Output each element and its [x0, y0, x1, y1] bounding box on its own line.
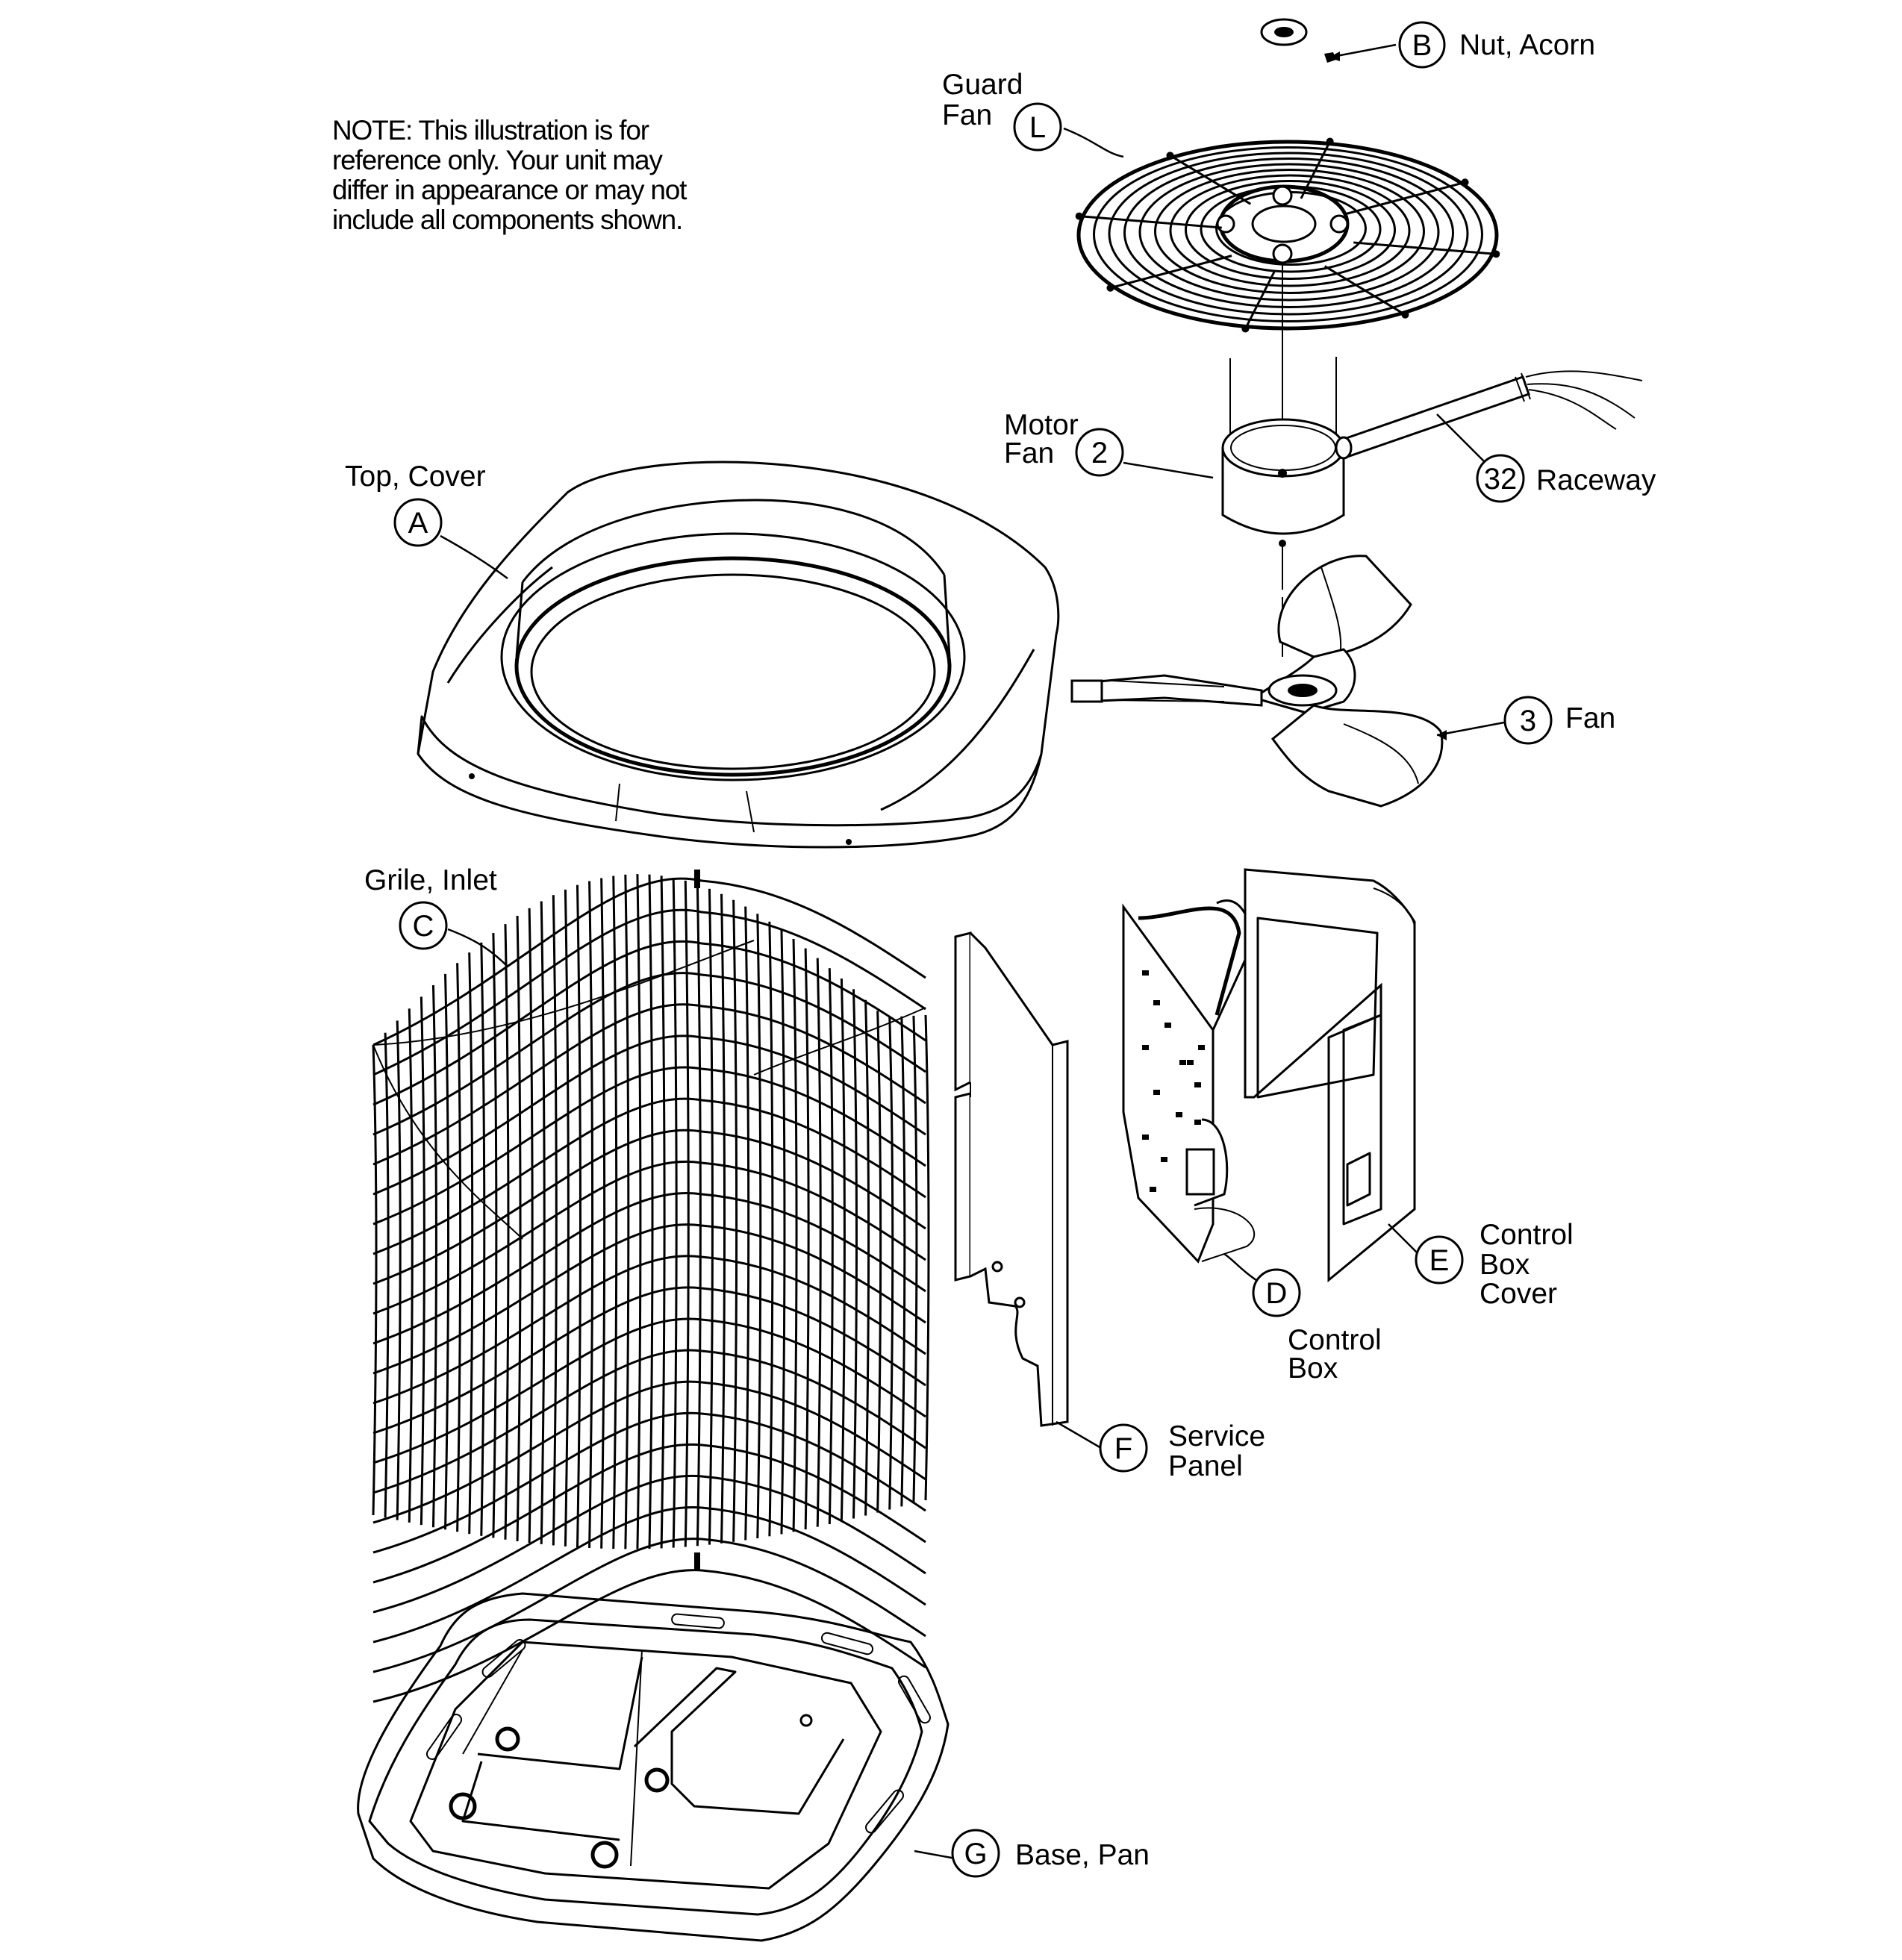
label-base-pan: Base, Pan: [1015, 1839, 1150, 1871]
label-control-1: Control: [1479, 1219, 1574, 1251]
callout-32: 32 Raceway: [1476, 454, 1656, 503]
note-line-3: differ in appearance or may not: [332, 175, 687, 205]
callout-E: E Control Box Cover: [1415, 1219, 1574, 1310]
label-fan: Fan: [1565, 702, 1615, 734]
fan-guard-part: [1075, 137, 1500, 466]
label-motor-fan: Fan: [1004, 437, 1054, 469]
callout-bubble-3: [1503, 696, 1553, 745]
callout-L: Guard Fan L: [942, 69, 1062, 152]
callout-letter-L: L: [1029, 111, 1046, 144]
callout-2: Motor Fan 2: [1004, 409, 1124, 477]
control-box-cover-part: [1244, 868, 1416, 1283]
fan-blade-part: [1070, 555, 1444, 808]
note-line-1: NOTE: This illustration is for: [332, 115, 649, 146]
note-line-2: reference only. Your unit may: [332, 145, 663, 175]
callout-letter-D: D: [1266, 1277, 1288, 1310]
fan-motor-part: [1221, 418, 1345, 590]
callout-bubble-2: [1075, 428, 1124, 477]
callout-3: 3 Fan: [1503, 696, 1615, 745]
label-guard: Guard: [942, 69, 1023, 101]
label-fan-guard: Fan: [942, 99, 992, 131]
callout-letter-A: A: [408, 507, 428, 540]
label-box-2: Box: [1288, 1352, 1338, 1385]
callout-bubble-E: [1415, 1235, 1464, 1285]
callout-A: Top, Cover A: [345, 461, 486, 547]
callout-bubble-L: [1013, 102, 1062, 152]
callout-letter-F: F: [1114, 1432, 1132, 1465]
service-panel-part: [954, 931, 1069, 1427]
label-raceway: Raceway: [1536, 464, 1656, 496]
callout-bubble-32: [1476, 454, 1525, 503]
inlet-grille-part: [372, 870, 930, 1703]
callout-bubble-A: [393, 498, 443, 547]
label-top-cover: Top, Cover: [345, 461, 486, 493]
label-panel: Panel: [1168, 1450, 1243, 1482]
label-control-2: Control: [1288, 1324, 1382, 1356]
callout-number-32: 32: [1484, 463, 1518, 496]
control-box-part: [1122, 899, 1256, 1264]
callout-G: G Base, Pan: [951, 1829, 1150, 1878]
callout-C: Grile, Inlet C: [364, 864, 497, 950]
callout-letter-C: C: [413, 910, 434, 943]
label-service: Service: [1168, 1420, 1265, 1452]
callout-number-2: 2: [1091, 437, 1108, 469]
callout-bubble-G: [951, 1829, 1000, 1878]
label-cover: Cover: [1479, 1278, 1557, 1310]
callout-letter-B: B: [1412, 29, 1432, 62]
base-pan-part: [357, 1592, 950, 1942]
acorn-nut-part: [1260, 18, 1336, 63]
top-cover-part: [417, 461, 1060, 849]
callout-letter-E: E: [1429, 1244, 1450, 1277]
callout-bubble-B: [1398, 21, 1446, 69]
callout-letter-G: G: [964, 1838, 987, 1870]
reference-note: NOTE: This illustration is for reference…: [332, 115, 688, 235]
raceway-part: [1335, 370, 1643, 460]
label-box-1: Box: [1479, 1249, 1530, 1281]
label-grile-inlet: Grile, Inlet: [364, 864, 497, 896]
callout-F: F Service Panel: [1099, 1420, 1265, 1482]
label-nut-acorn: Nut, Acorn: [1459, 29, 1595, 61]
callout-bubble-D: [1252, 1268, 1301, 1317]
callout-number-3: 3: [1520, 705, 1536, 737]
callout-bubble-F: [1099, 1423, 1148, 1473]
label-motor: Motor: [1004, 409, 1079, 441]
callout-bubble-C: [399, 901, 448, 950]
leader-lines: [440, 43, 1505, 1860]
note-line-4: include all components shown.: [332, 205, 682, 235]
callout-B: B Nut, Acorn: [1398, 21, 1595, 69]
callout-D: D Control Box: [1252, 1268, 1382, 1385]
